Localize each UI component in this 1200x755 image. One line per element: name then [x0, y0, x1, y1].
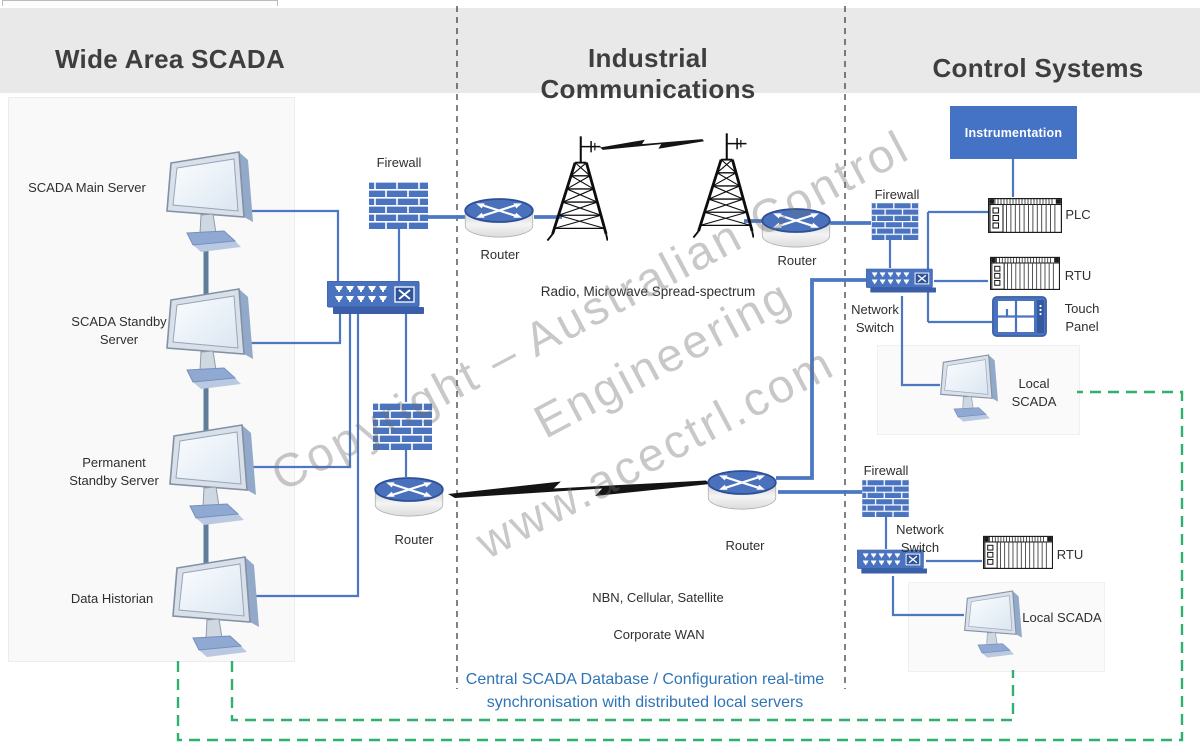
- plc-rack-icon: [988, 195, 1062, 233]
- label-radio-microwave: Radio, Microwave Spread-spectrum: [540, 284, 756, 299]
- label-firewall-control-bottom: Firewall: [863, 463, 909, 478]
- label-data-historian: Data Historian: [70, 591, 154, 606]
- section-title-wide-area: Wide Area SCADA: [54, 44, 286, 74]
- label-nbn-cellular-satellite: NBN, Cellular, Satellite: [592, 590, 724, 605]
- firewall-icon-top: [369, 181, 428, 229]
- label-corporate-wan: Corporate WAN: [613, 627, 705, 642]
- label-touch-panel: Touch Panel: [1064, 301, 1100, 334]
- blue-wires-thick: [428, 215, 871, 494]
- section-divider-lines: [456, 6, 846, 689]
- label-plc: PLC: [1065, 207, 1091, 222]
- cropped-ui-box: [2, 0, 278, 6]
- rtu-rack-icon-top: [988, 254, 1062, 290]
- label-permanent-standby-server: Permanent Standby Server: [69, 455, 159, 488]
- label-scada-main-server: SCADA Main Server: [28, 180, 146, 195]
- label-router-bottom-left: Router: [394, 532, 434, 547]
- router-icon-left: [461, 194, 537, 240]
- label-local-scada-bottom: Local SCADA: [1022, 610, 1102, 625]
- label-network-switch-bottom: Network Switch: [896, 522, 944, 555]
- label-router-bottom-right: Router: [725, 538, 765, 553]
- section-title-industrial: Industrial Communications: [540, 43, 756, 104]
- radio-tower-icon-right: [692, 130, 754, 240]
- label-network-switch-top: Network Switch: [851, 302, 899, 335]
- router-icon-bottom-right: [704, 466, 780, 512]
- router-icon-bottom-left: [371, 473, 447, 519]
- blue-wires-thin: [248, 159, 1015, 617]
- firewall-icon-control-bottom: [861, 479, 910, 517]
- label-local-scada-top: Local SCADA: [1011, 376, 1057, 409]
- label-firewall-top: Firewall: [376, 155, 422, 170]
- label-rtu-top: RTU: [1064, 268, 1092, 283]
- monitor-local-scada-top: [936, 350, 1000, 424]
- radio-tower-icon-left: [546, 133, 608, 243]
- monitor-scada-main-server: [160, 147, 256, 253]
- rtu-rack-icon-bottom: [982, 533, 1054, 569]
- label-router-right: Router: [777, 253, 817, 268]
- wan-link-bolt-icon: [448, 477, 710, 503]
- header-band: [0, 8, 1200, 93]
- label-scada-standby-server: SCADA Standby Server: [71, 314, 167, 347]
- touch-panel-icon: [992, 296, 1047, 337]
- label-firewall-control-top: Firewall: [874, 187, 920, 202]
- network-switch-icon-control-top: [866, 266, 936, 296]
- radio-link-bolt-icon: [600, 137, 704, 153]
- network-switch-icon-main: [327, 281, 424, 315]
- monitor-local-scada-bottom: [960, 586, 1024, 660]
- instrumentation-box: Instrumentation: [950, 106, 1077, 159]
- label-router-left: Router: [480, 247, 520, 262]
- router-icon-right: [758, 204, 834, 250]
- label-rtu-bottom: RTU: [1056, 547, 1084, 562]
- section-title-control: Control Systems: [932, 53, 1144, 83]
- firewall-icon-control-top: [870, 202, 920, 240]
- firewall-icon-mid: [373, 401, 432, 451]
- green-sync-links: [176, 390, 1184, 742]
- sync-note: Central SCADA Database / Configuration r…: [465, 671, 825, 711]
